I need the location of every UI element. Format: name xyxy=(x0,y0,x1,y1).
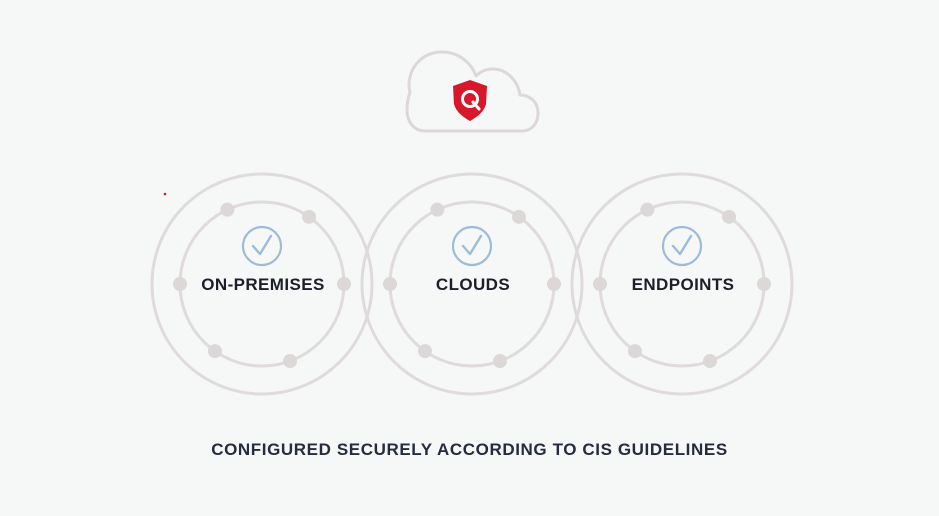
ring-node-dot xyxy=(337,277,351,291)
qualys-shield-logo xyxy=(453,80,487,121)
ring-node-dot xyxy=(757,277,771,291)
outer-ring-clouds xyxy=(360,172,584,396)
checkmark-icon xyxy=(461,234,483,256)
ring-node-dot xyxy=(640,202,655,217)
rings-group xyxy=(150,172,794,396)
ring-node-dot xyxy=(627,344,642,359)
ring-node-dot xyxy=(512,209,527,224)
ring-node-dot xyxy=(593,277,607,291)
outer-ring-on-premises xyxy=(150,172,374,396)
cloud-icon xyxy=(405,50,540,133)
ring-node-dot xyxy=(430,202,445,217)
ring-node-dot xyxy=(493,354,508,369)
ring-node-dot xyxy=(383,277,397,291)
ring-node-dot xyxy=(173,277,187,291)
ring-node-dot xyxy=(417,344,432,359)
node-label-endpoints: ENDPOINTS xyxy=(632,275,735,294)
checkmark-icon xyxy=(251,234,273,256)
ring-node-dot xyxy=(703,354,718,369)
node-label-on-premises: ON-PREMISES xyxy=(201,275,324,294)
ring-node-dot xyxy=(547,277,561,291)
checkmark-circle-icon xyxy=(661,225,703,267)
ring-node-dot xyxy=(283,354,298,369)
ring-node-dot xyxy=(220,202,235,217)
caption-text: CONFIGURED SECURELY ACCORDING TO CIS GUI… xyxy=(211,440,728,459)
ring-node-dot xyxy=(722,209,737,224)
checkmark-circle-icon xyxy=(241,225,283,267)
node-label-clouds: CLOUDS xyxy=(436,275,510,294)
outer-ring-endpoints xyxy=(570,172,794,396)
ring-node-dot xyxy=(302,209,317,224)
checkmark-icon xyxy=(671,234,693,256)
ring-node-dot xyxy=(207,344,222,359)
checkmark-circle-icon xyxy=(451,225,493,267)
marker-dot xyxy=(163,192,167,196)
